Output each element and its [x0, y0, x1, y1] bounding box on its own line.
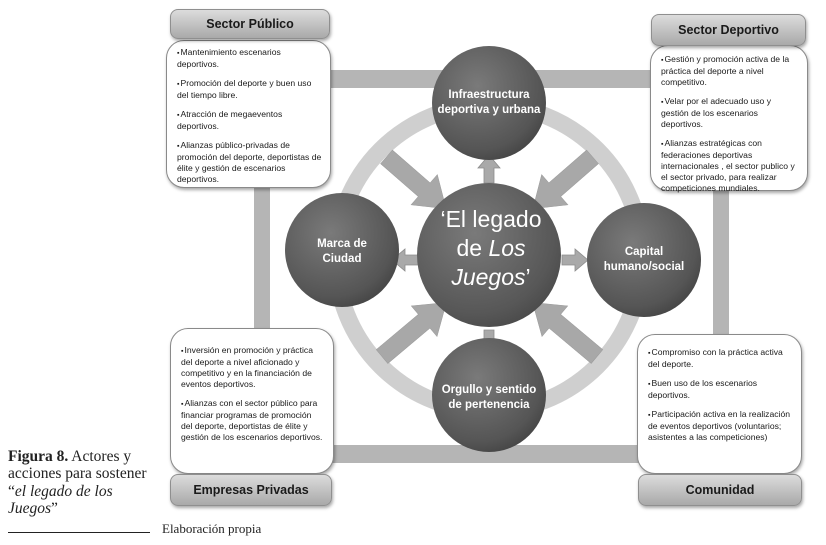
list-item: Buen uso de los escenarios deportivos.	[648, 378, 793, 401]
arrow-from-empresas-privadas	[375, 302, 447, 364]
list-item: Participación activa en la realización d…	[648, 409, 793, 443]
comunidad-box: Compromiso con la práctica activa del de…	[637, 334, 802, 474]
sector-deportivo-header: Sector Deportivo	[651, 14, 806, 46]
figure-caption-end: ”	[51, 500, 58, 518]
figure-caption-italic: el legado de los Juegos	[8, 482, 113, 518]
arrow-to-infraestructura	[477, 154, 501, 184]
sector-publico-list: Mantenimiento escenarios deportivos. Pro…	[177, 47, 322, 185]
sector-publico-header: Sector Público	[170, 9, 330, 39]
empresas-privadas-header: Empresas Privadas	[170, 474, 332, 506]
center-title-line3-suffix: ’	[525, 263, 531, 290]
arrow-to-capital	[561, 248, 589, 272]
sector-deportivo-box: Gestión y promoción activa de la práctic…	[650, 45, 808, 194]
center-title-line3-italic: Juegos	[451, 263, 526, 290]
node-infraestructura-circle	[432, 46, 546, 160]
comunidad-header: Comunidad	[638, 474, 802, 506]
figure-caption: Figura 8. Actores y acciones para sosten…	[8, 448, 148, 517]
list-item: Alianzas público-privadas de promoción d…	[177, 140, 322, 185]
figure-caption-text: Actores y acciones para sostener “	[8, 448, 147, 500]
list-item: Mantenimiento escenarios deportivos.	[177, 47, 322, 70]
empresas-privadas-box: Inversión en promoción y práctica del de…	[170, 328, 334, 474]
center-title-line2-italic: Los	[488, 234, 526, 261]
sector-deportivo-list: Gestión y promoción activa de la práctic…	[661, 54, 799, 194]
list-item: Velar por el adecuado uso y gestión de l…	[661, 96, 799, 130]
comunidad-list: Compromiso con la práctica activa del de…	[648, 347, 793, 443]
arrow-from-sector-publico	[380, 149, 447, 210]
list-item: Atracción de megaeventos deportivos.	[177, 109, 322, 132]
list-item: Compromiso con la práctica activa del de…	[648, 347, 793, 370]
node-capital-circle	[587, 203, 701, 317]
caption-rule	[8, 532, 150, 533]
arrow-from-sector-deportivo	[532, 149, 599, 210]
list-item: Alianzas estratégicas con federaciones d…	[661, 138, 799, 194]
center-title-line1: ‘El legado	[440, 206, 542, 232]
center-title-line2-prefix: de	[456, 234, 489, 261]
list-item: Promoción del deporte y buen uso del tie…	[177, 78, 322, 101]
sector-publico-box: Mantenimiento escenarios deportivos. Pro…	[166, 40, 331, 188]
figure-caption-label: Figura 8.	[8, 448, 69, 465]
empresas-privadas-list: Inversión en promoción y práctica del de…	[181, 345, 325, 443]
center-circle	[417, 183, 561, 327]
corner-arrows	[375, 149, 604, 364]
node-orgullo-circle	[432, 338, 546, 452]
figure-credit: Elaboración propia	[162, 521, 262, 536]
node-marca-circle	[285, 193, 399, 307]
list-item: Inversión en promoción y práctica del de…	[181, 345, 325, 390]
list-item: Gestión y promoción activa de la práctic…	[661, 54, 799, 88]
arrow-from-comunidad	[532, 302, 604, 364]
center-title: ‘El legado de Los Juegos’	[420, 205, 562, 291]
list-item: Alianzas con el sector público para fina…	[181, 398, 325, 443]
